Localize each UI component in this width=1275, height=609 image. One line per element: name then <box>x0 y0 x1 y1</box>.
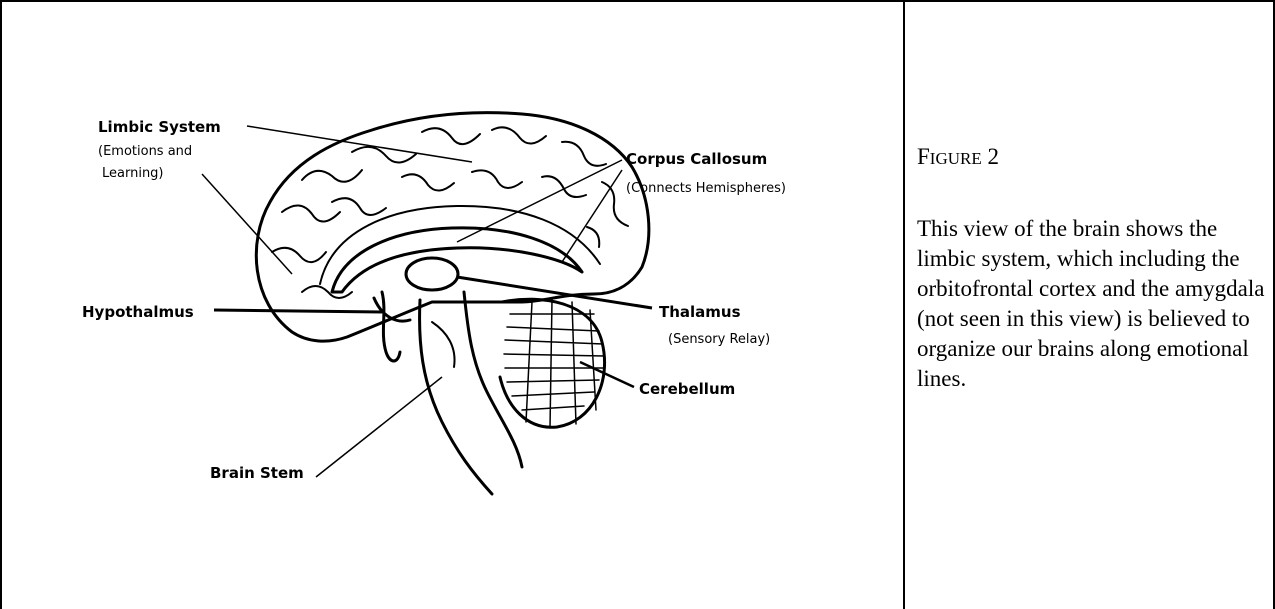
leader-limbic-1 <box>247 126 472 162</box>
figure-cell: Limbic System (Emotions and Learning) Co… <box>2 2 903 609</box>
figure-title-smallcaps: IGURE <box>930 149 982 168</box>
label-thalamus: Thalamus <box>659 303 741 321</box>
figure-number: 2 <box>988 144 1000 169</box>
label-limbic-system-sub2: Learning) <box>102 166 164 181</box>
leader-corpus <box>457 160 622 242</box>
label-hypothalmus: Hypothalmus <box>82 303 194 321</box>
corpus-callosum-shape <box>332 228 582 292</box>
label-corpus-callosum: Corpus Callosum <box>626 150 767 168</box>
label-cerebellum: Cerebellum <box>639 380 735 398</box>
leader-corpus-2 <box>562 170 622 262</box>
figure-title: FIGURE 2 <box>917 144 999 170</box>
figure-caption-body: This view of the brain shows the limbic … <box>917 214 1269 394</box>
leader-cerebellum <box>580 362 634 387</box>
label-brain-stem: Brain Stem <box>210 464 304 482</box>
thalamus-shape <box>406 258 458 290</box>
label-thalamus-sub: (Sensory Relay) <box>668 332 770 347</box>
leader-brain-stem <box>316 377 442 477</box>
figure-title-initial: F <box>917 144 930 169</box>
label-limbic-system: Limbic System <box>98 118 221 136</box>
leader-lines <box>202 126 652 477</box>
brain-illustration <box>256 113 649 494</box>
caption-cell: FIGURE 2 This view of the brain shows th… <box>905 2 1273 609</box>
leader-hypothalmus <box>214 310 382 312</box>
label-limbic-system-sub1: (Emotions and <box>98 144 192 159</box>
gyri <box>272 127 628 298</box>
pons-shape <box>432 322 455 367</box>
brain-diagram: Limbic System (Emotions and Learning) Co… <box>2 2 903 609</box>
hypothalamus-shape <box>374 292 410 361</box>
label-corpus-callosum-sub: (Connects Hemispheres) <box>626 181 786 196</box>
